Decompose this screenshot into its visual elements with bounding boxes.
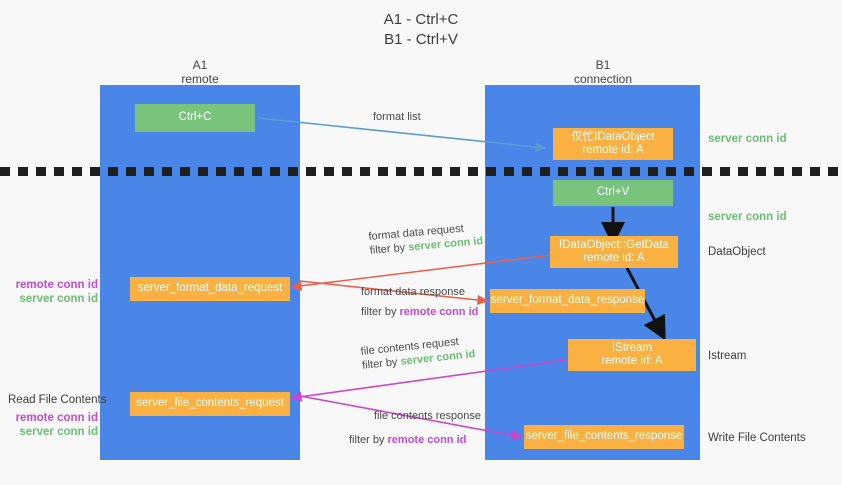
box-ctrl-v[interactable]: Ctrl+V: [553, 180, 673, 206]
label-server-conn-id-left-2: server conn id: [19, 426, 98, 438]
label-server-conn-id-second: server conn id: [708, 211, 787, 223]
box-getdata-line2: remote id: A: [583, 252, 645, 264]
column-b1-role: connection: [573, 72, 633, 86]
box-idataobject-getdata[interactable]: IDataObject::GetData remote id: A: [550, 236, 678, 268]
caption-format-data-response-line2: filter by remote conn id: [361, 305, 478, 319]
label-server-conn-id-left-1: server conn id: [19, 293, 98, 305]
caption-fdreq-prefix: filter by: [369, 241, 409, 257]
phase-divider: [0, 167, 842, 176]
box-server-file-contents-response[interactable]: server_file_contents_response: [524, 425, 684, 449]
label-remote-conn-id-2: remote conn id: [15, 412, 98, 424]
caption-file-contents-response-line1: file contents response: [374, 410, 482, 422]
caption-fdres-prefix: filter by: [361, 306, 400, 318]
column-a1-name: A1: [192, 58, 208, 72]
box-server-file-contents-response-label: server_file_contents_response: [525, 430, 683, 443]
caption-fcres-token: remote conn id: [387, 434, 467, 446]
box-server-file-contents-request[interactable]: server_file_contents_request: [130, 392, 290, 416]
caption-format-data-response: format data response filter by remote co…: [361, 285, 478, 319]
caption-fcres-prefix: filter by: [349, 434, 388, 446]
label-dataobject: DataObject: [708, 246, 766, 258]
caption-format-data-response-line1: format data response: [361, 286, 465, 298]
box-server-format-data-request[interactable]: server_format_data_request: [130, 277, 290, 301]
label-server-conn-id-top: server conn id: [708, 133, 787, 145]
label-write-file-contents: Write File Contents: [708, 432, 806, 444]
label-read-file-contents: Read File Contents: [8, 394, 107, 406]
caption-format-list: format list: [373, 111, 421, 123]
caption-file-contents-request: file contents request filter by server c…: [360, 333, 476, 373]
box-server-format-data-request-label: server_format_data_request: [137, 282, 283, 295]
box-ctrl-c[interactable]: Ctrl+C: [135, 104, 255, 132]
box-idataobject-line2: remote id: A: [582, 144, 644, 156]
box-idataobject-line1: 仅忙IDataObject: [571, 130, 655, 143]
box-idataobject[interactable]: 仅忙IDataObject remote id: A: [553, 128, 673, 160]
column-header-b1: B1 connection: [543, 58, 663, 86]
box-server-format-data-response-label: server_format_data_response: [490, 294, 645, 307]
box-istream-line2: remote id: A: [601, 355, 663, 367]
caption-file-contents-response: file contents response filter by remote …: [349, 409, 482, 447]
left-conn-id-group-2: remote conn id server conn id: [6, 411, 98, 439]
column-b1-name: B1: [595, 58, 611, 72]
label-istream: Istream: [708, 350, 747, 362]
box-server-format-data-response[interactable]: server_format_data_response: [490, 289, 645, 313]
box-server-file-contents-request-label: server_file_contents_request: [136, 397, 284, 410]
column-a1-role: remote: [181, 72, 219, 86]
title-line-2: B1 - Ctrl+V: [384, 31, 458, 48]
column-header-a1: A1 remote: [140, 58, 260, 86]
caption-fcreq-prefix: filter by: [361, 355, 402, 372]
label-remote-conn-id-1: remote conn id: [15, 279, 98, 291]
caption-file-contents-response-line2: filter by remote conn id: [349, 433, 481, 447]
caption-format-data-request: format data request filter by server con…: [368, 220, 484, 258]
box-ctrl-v-label: Ctrl+V: [596, 186, 630, 199]
title-line-1: A1 - Ctrl+C: [383, 11, 459, 28]
box-ctrl-c-label: Ctrl+C: [178, 111, 212, 124]
box-istream[interactable]: IStream remote id: A: [568, 339, 696, 371]
box-getdata-line1: IDataObject::GetData: [559, 238, 669, 251]
diagram-title: A1 - Ctrl+C B1 - Ctrl+V: [0, 10, 842, 50]
box-istream-line1: IStream: [611, 341, 653, 354]
caption-fdres-token: remote conn id: [399, 306, 479, 318]
left-conn-id-group-1: remote conn id server conn id: [6, 278, 98, 306]
